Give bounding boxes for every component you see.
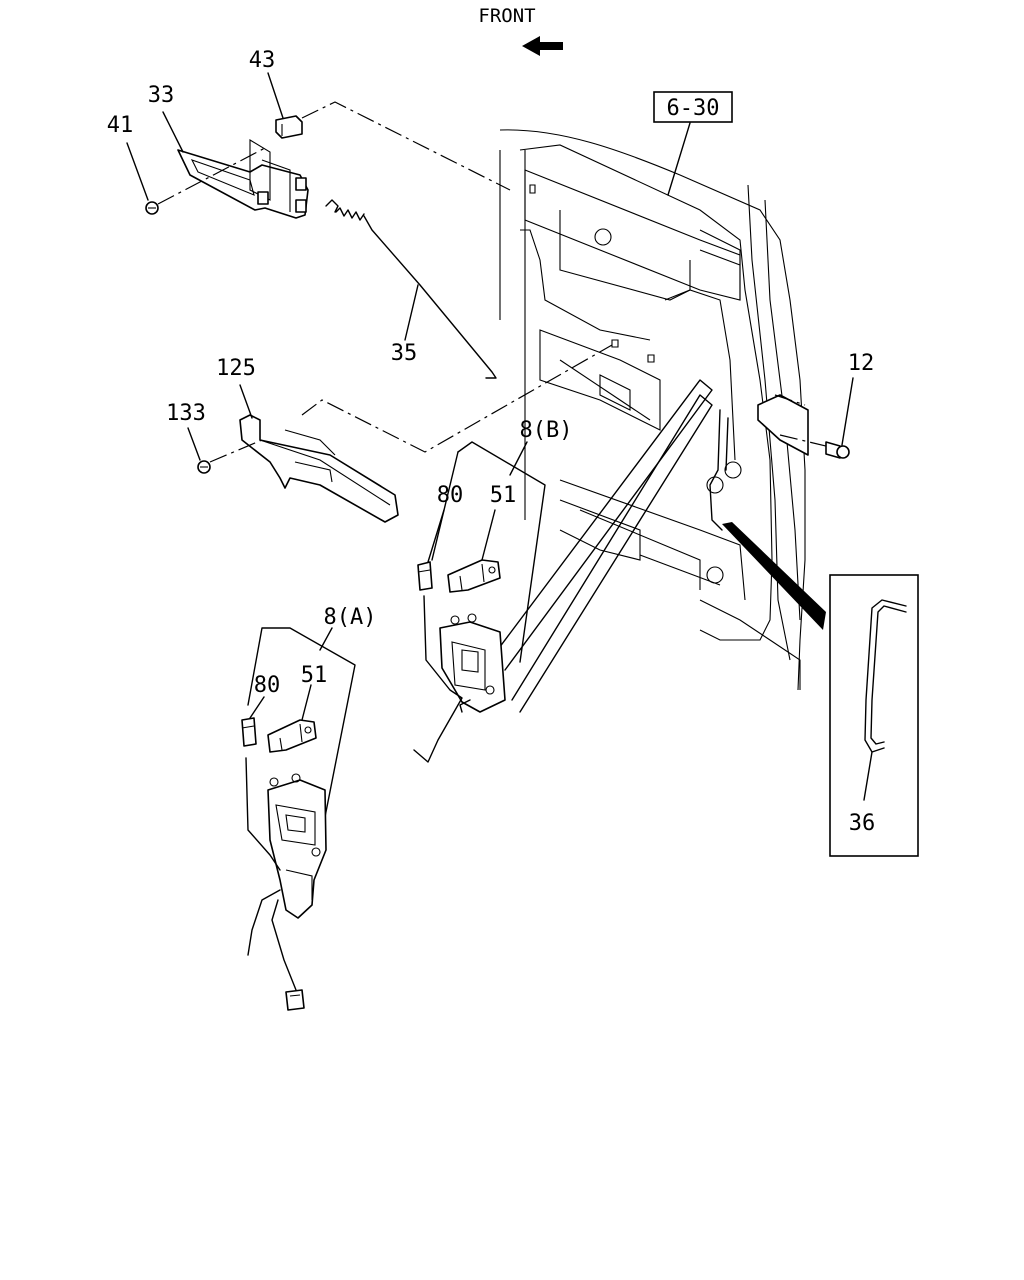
guide-line-41	[157, 147, 266, 205]
leader-51b	[481, 509, 496, 561]
part-36-rod-edge	[870, 605, 907, 745]
guide-line-43	[301, 101, 511, 191]
part-33-inside-handle	[177, 139, 309, 219]
screw-133	[197, 460, 211, 474]
leader-36	[863, 751, 873, 801]
leader-8b	[509, 441, 528, 476]
latch-assembly-a	[245, 757, 327, 991]
part-35-rod	[325, 199, 497, 379]
guide-line-133	[209, 439, 263, 463]
leader-125	[239, 384, 253, 419]
detail-callout-wedge	[722, 522, 826, 630]
callout-43: 43	[249, 48, 276, 73]
callout-36: 36	[849, 811, 876, 836]
callout-8a: 8(A)	[324, 605, 377, 630]
leader-80a	[249, 696, 265, 719]
callout-80b: 80	[437, 483, 464, 508]
group-bracket-8b	[457, 441, 546, 663]
leader-80b	[427, 509, 445, 563]
front-arrow-icon	[522, 36, 563, 56]
leader-43	[267, 72, 284, 119]
callout-133: 133	[166, 401, 206, 426]
leader-41	[126, 142, 149, 201]
part-80a-cap	[241, 717, 257, 747]
part-12-bracket	[757, 394, 831, 456]
callout-8b: 8(B)	[520, 418, 573, 443]
detail-box-36	[829, 574, 919, 857]
latch-assembly-b	[413, 595, 506, 763]
door-inner-panel	[499, 129, 806, 691]
callout-80a: 80	[254, 673, 281, 698]
part-43-clip	[275, 115, 303, 139]
harness-connector	[285, 989, 305, 1011]
reference-box	[653, 91, 733, 123]
callout-51b: 51	[490, 483, 517, 508]
leader-35	[404, 284, 419, 341]
bracket-8b-left	[431, 451, 459, 561]
callout-35: 35	[391, 341, 418, 366]
leader-8a	[319, 627, 333, 651]
screw-41	[145, 201, 159, 215]
reference-leader	[667, 122, 691, 196]
leader-51a	[301, 684, 312, 721]
leader-133	[187, 427, 201, 461]
part-80b-cap	[417, 561, 433, 591]
callout-51a: 51	[301, 663, 328, 688]
callout-33: 33	[148, 83, 175, 108]
guide-line-125	[301, 344, 613, 453]
leader-33	[162, 111, 184, 153]
bolt-12	[825, 441, 850, 459]
part-51b-switch	[447, 559, 501, 593]
front-label: FRONT	[478, 5, 535, 27]
reference-box-label: 6-30	[667, 96, 720, 121]
group-bracket-8a	[247, 627, 356, 833]
latch-rods	[489, 379, 729, 713]
callout-12: 12	[848, 351, 875, 376]
part-125-bracket	[239, 414, 399, 523]
callout-125: 125	[216, 356, 256, 381]
callout-41: 41	[107, 113, 134, 138]
part-51a-switch	[267, 719, 317, 753]
leader-12	[841, 377, 854, 446]
